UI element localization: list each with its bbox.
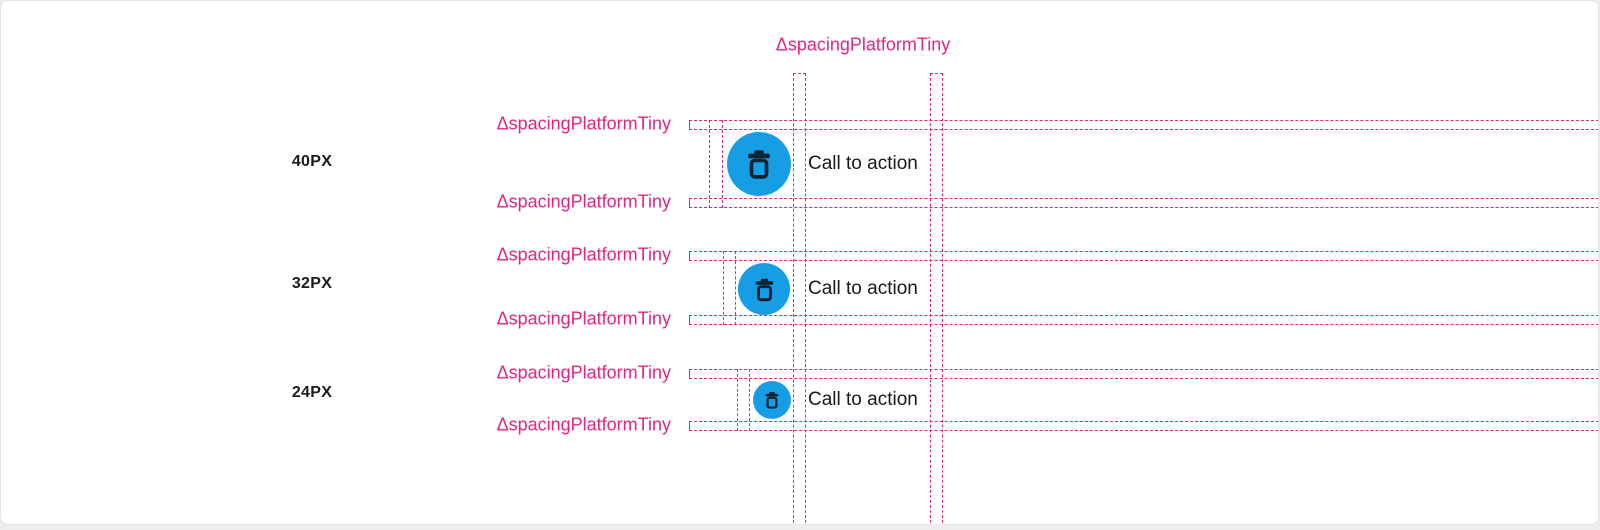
leading-spacing-guide [723, 251, 736, 325]
spacing-token-label: ΔspacingPlatformTiny [496, 362, 671, 383]
leading-spacing-guide [709, 120, 723, 208]
trailing-gap-guide [930, 73, 943, 524]
spacing-token-label: ΔspacingPlatformTiny [496, 244, 671, 265]
size-label-40px: 40PX [291, 153, 333, 170]
top-spacing-band [689, 251, 1598, 261]
icon-text-gap-guide [793, 73, 806, 524]
spacing-token-label: ΔspacingPlatformTiny [496, 414, 671, 435]
delete-button-32[interactable] [738, 263, 790, 315]
bottom-spacing-band [689, 421, 1598, 431]
top-spacing-band [689, 120, 1598, 130]
top-spacing-band [689, 369, 1598, 379]
size-label-32px: 32PX [291, 275, 333, 292]
spacing-token-label: ΔspacingPlatformTiny [496, 191, 671, 212]
button-label-40[interactable]: Call to action [808, 153, 918, 174]
spacing-token-label-top: ΔspacingPlatformTiny [775, 34, 951, 55]
bottom-spacing-band [689, 315, 1598, 325]
leading-spacing-guide [737, 369, 750, 431]
trash-icon [751, 276, 778, 303]
spacing-token-label: ΔspacingPlatformTiny [496, 308, 671, 329]
button-label-32[interactable]: Call to action [808, 278, 918, 299]
button-label-24[interactable]: Call to action [808, 389, 918, 410]
delete-button-40[interactable] [727, 132, 791, 196]
spacing-token-label: ΔspacingPlatformTiny [496, 113, 671, 134]
bottom-spacing-band [689, 198, 1598, 208]
trash-icon [762, 390, 782, 410]
size-label-24px: 24PX [291, 384, 333, 401]
delete-button-24[interactable] [753, 381, 791, 419]
trash-icon [742, 147, 776, 181]
